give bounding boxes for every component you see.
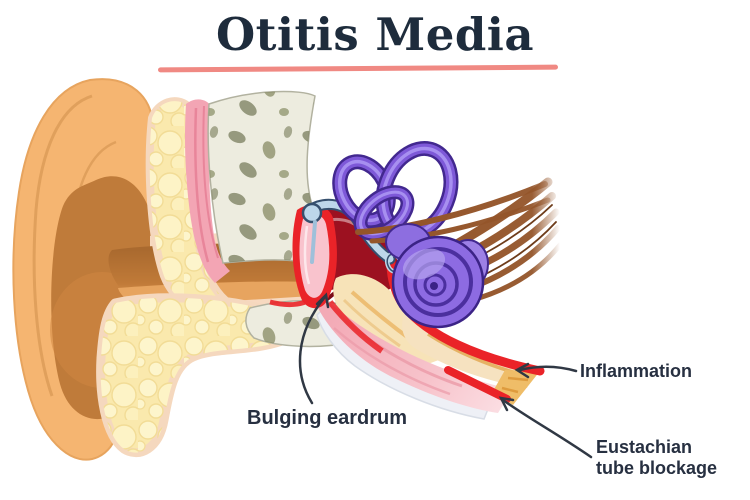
page-title: Otitis Media [215, 8, 535, 61]
tube-inflammation-lower [444, 366, 511, 403]
arrow-to-eustachian-blockage [498, 396, 593, 459]
tube-body [318, 294, 513, 413]
arrow-to-bulging-eardrum [298, 292, 330, 405]
label-bulging-eardrum: Bulging eardrum [247, 407, 408, 429]
cochlea [385, 223, 489, 329]
header: Otitis Media [0, 10, 750, 60]
label-inflammation: Inflammation [580, 361, 693, 381]
muscle-strip [185, 99, 230, 283]
malleus-handle [310, 220, 317, 264]
malleus-head [301, 202, 323, 224]
label-eustachian-tube-blockage: Eustachian tube blockage [596, 437, 718, 479]
arrow-to-inflammation [514, 362, 578, 379]
